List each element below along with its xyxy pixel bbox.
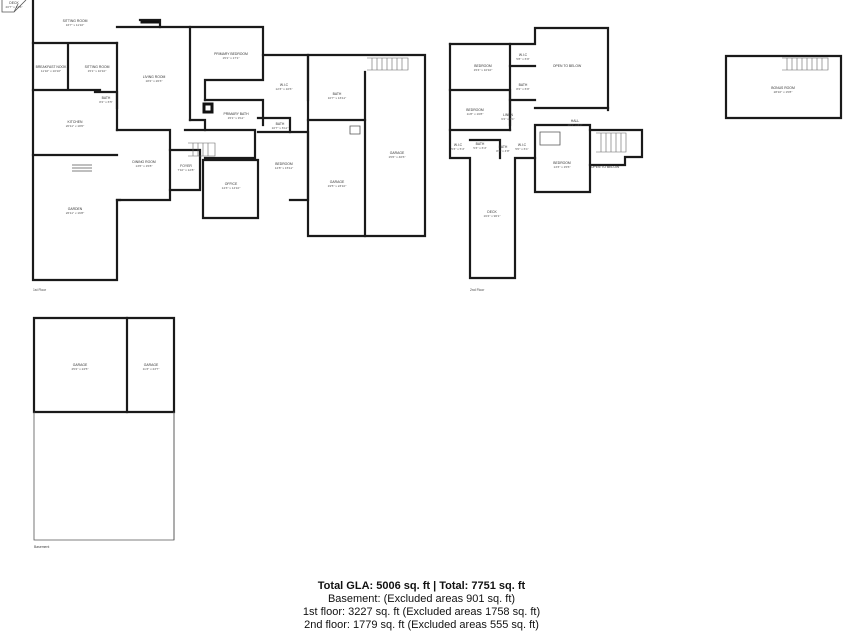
room-name-breakfast: BREAKFAST NOOK bbox=[36, 65, 68, 69]
room-name-bath3: BATH bbox=[333, 92, 342, 96]
basement-area: Basement: (Excluded areas 901 sq. ft) bbox=[327, 593, 516, 605]
room-name-living: LIVING ROOM bbox=[143, 75, 166, 79]
room-dimensions-bedroom4: 13'3" x 15'6" bbox=[554, 165, 571, 169]
floor-label-first: 1st Floor bbox=[33, 288, 47, 292]
room-name-foyer: FOYER bbox=[180, 164, 192, 168]
room-dimensions-sitting2: 15'1" x 10'10" bbox=[88, 69, 107, 73]
second-floor-plan: 2nd Floor bbox=[448, 26, 843, 292]
room-dimensions-primbath: 15'1" x 9'11" bbox=[228, 116, 245, 120]
room-name-deck2: DECK bbox=[487, 210, 497, 214]
room-dimensions-linen: 6'2" x 8'1" bbox=[501, 117, 515, 121]
room-dimensions-breakfast: 11'10" x 10'10" bbox=[41, 69, 61, 73]
basement-plan: Basement bbox=[32, 316, 176, 549]
room-name-bath1: BATH bbox=[102, 96, 111, 100]
room-name-sitting1: SITTING ROOM bbox=[63, 19, 88, 23]
floor-label-second: 2nd Floor bbox=[470, 288, 485, 292]
room-name-bath2: BATH bbox=[276, 122, 285, 126]
room-name-wic4: W.I.C bbox=[518, 143, 527, 147]
room-dimensions-office: 14'3" x 14'10" bbox=[222, 186, 241, 190]
room-name-primbath: PRIMARY BATH bbox=[223, 112, 249, 116]
room-name-bedroom4: BEDROOM bbox=[553, 161, 571, 165]
room-name-wic2: W.I.C bbox=[519, 53, 528, 57]
room-dimensions-bath1: 8'2" x 6'5" bbox=[99, 100, 113, 104]
room-dimensions-foyer: 7'10" x 12'8" bbox=[178, 168, 195, 172]
room-dimensions-deck: 20'7" x 12'6" bbox=[6, 5, 23, 9]
room-name-linen: LINEN bbox=[503, 113, 514, 117]
room-name-bath6: BATH bbox=[499, 145, 508, 149]
room-dimensions-wic1: 12'3" x 10'6" bbox=[276, 87, 293, 91]
room-name-wic3: W.I.C bbox=[454, 143, 463, 147]
room-dimensions-primary: 15'1" x 17'1" bbox=[223, 56, 240, 60]
room-dimensions-bath4: 8'2" x 6'9" bbox=[516, 87, 530, 91]
first-floor-plan: 1st Floor bbox=[1, 0, 427, 292]
total-area: Total GLA: 5006 sq. ft | Total: 7751 sq.… bbox=[317, 580, 526, 592]
room-dimensions-garage1: 19'5" x 23'10" bbox=[328, 184, 347, 188]
room-name-garden: GARDEN bbox=[68, 207, 83, 211]
room-dimensions-wic4: 5'0" x 6'1" bbox=[515, 147, 529, 151]
second-floor-area: 2nd floor: 1779 sq. ft (Excluded areas 5… bbox=[304, 619, 539, 631]
room-name-garage1: GARAGE bbox=[330, 180, 345, 184]
room-name-bgarage2: GARAGE bbox=[144, 363, 159, 367]
room-dimensions-bgarage1: 25'2" x 24'5" bbox=[72, 367, 89, 371]
room-name-open2: OPEN TO BELOW bbox=[591, 165, 620, 169]
room-dimensions-bath3: 10'7" x 16'11" bbox=[328, 96, 346, 100]
room-dimensions-living: 18'2" x 26'3" bbox=[146, 79, 163, 83]
room-dimensions-bedroom1: 12'8" x 15'11" bbox=[275, 166, 293, 170]
first-floor-area: 1st floor: 3227 sq. ft (Excluded areas 1… bbox=[302, 606, 541, 618]
room-dimensions-kitchen: 20'11" x 18'0" bbox=[66, 124, 84, 128]
room-dimensions-bath5: 5'3" x 6'4" bbox=[473, 146, 487, 150]
room-dimensions-hall: 18'1" x 8'0" bbox=[567, 123, 582, 127]
room-dimensions-bedroom3: 11'8" x 16'8" bbox=[467, 112, 484, 116]
room-dimensions-bath6: 8'3" x 4'8" bbox=[496, 149, 510, 153]
room-name-open: OPEN TO BELOW bbox=[553, 64, 582, 68]
room-dimensions-garage2: 15'6" x 40'6" bbox=[389, 155, 406, 159]
room-dimensions-deck2: 16'4" x 96'1" bbox=[484, 214, 501, 218]
room-name-dining: DINING ROOM bbox=[132, 160, 156, 164]
room-name-hall: HALL bbox=[571, 119, 580, 123]
room-dimensions-bath2: 10'7" x 6'11" bbox=[272, 126, 289, 130]
room-dimensions-bedroom2: 15'4" x 10'10" bbox=[474, 68, 493, 72]
room-name-bath5: BATH bbox=[476, 142, 485, 146]
room-dimensions-wic3: 5'3" x 5'4" bbox=[451, 147, 465, 151]
room-dimensions-dining: 13'6" x 15'8" bbox=[136, 164, 153, 168]
room-dimensions-bonus: 28'10" x 15'8" bbox=[774, 90, 793, 94]
room-dimensions-wic2: 5'8" x 6'9" bbox=[516, 57, 530, 61]
room-name-kitchen: KITCHEN bbox=[68, 120, 83, 124]
room-name-office: OFFICE bbox=[225, 182, 238, 186]
area-summary: Total GLA: 5006 sq. ft | Total: 7751 sq.… bbox=[0, 580, 843, 632]
room-name-primary: PRIMARY BEDROOM bbox=[214, 52, 248, 56]
room-name-deck: DECK bbox=[9, 1, 19, 5]
room-name-bedroom3: BEDROOM bbox=[466, 108, 484, 112]
room-name-bedroom2: BEDROOM bbox=[474, 64, 492, 68]
room-name-bedroom1: BEDROOM bbox=[275, 162, 293, 166]
room-name-wic1: W.I.C bbox=[280, 83, 289, 87]
room-dimensions-bgarage2: 11'3" x 23'7" bbox=[143, 367, 160, 371]
room-name-bath4: BATH bbox=[519, 83, 528, 87]
room-name-sitting2: SITTING ROOM bbox=[85, 65, 110, 69]
room-dimensions-garden: 26'11" x 16'8" bbox=[66, 211, 84, 215]
room-name-garage2: GARAGE bbox=[390, 151, 405, 155]
room-dimensions-sitting1: 16'7" x 11'10" bbox=[66, 23, 84, 27]
room-name-bgarage1: GARAGE bbox=[73, 363, 88, 367]
floor-label-basement: Basement bbox=[34, 545, 49, 549]
room-name-bonus: BONUS ROOM bbox=[771, 86, 795, 90]
